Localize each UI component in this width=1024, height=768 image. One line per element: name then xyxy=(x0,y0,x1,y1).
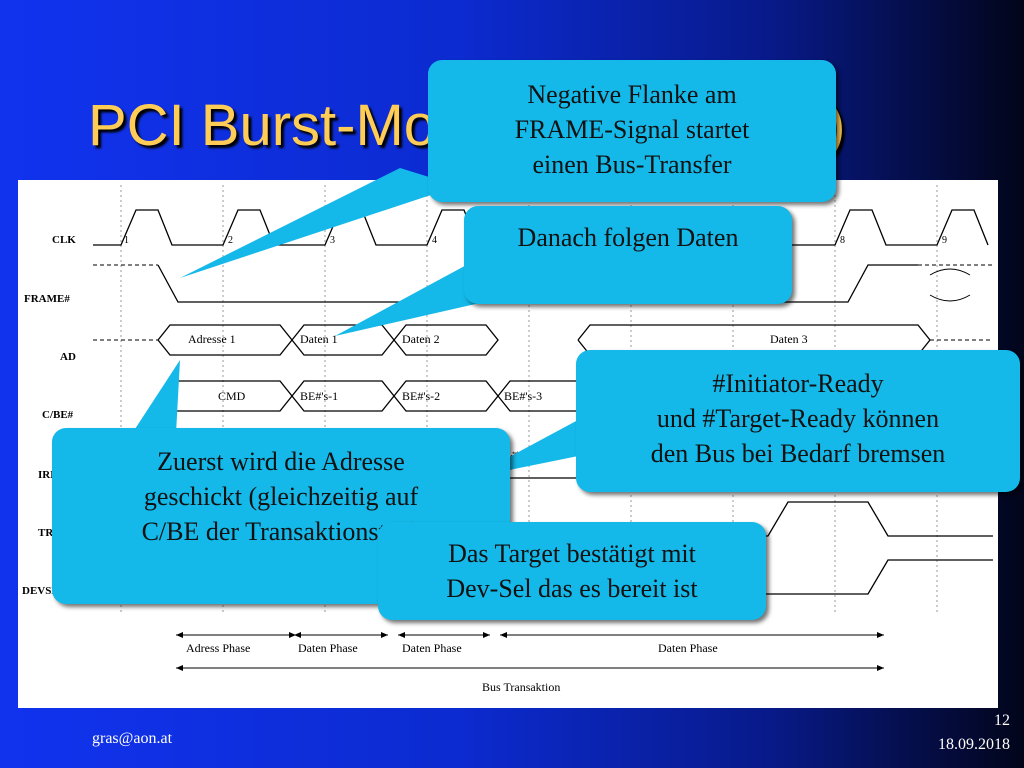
callout-frame-line-1: Negative Flanke am xyxy=(527,80,737,109)
frame-waveform xyxy=(157,264,918,303)
signal-label-clk: CLK xyxy=(52,234,76,246)
page-number: 12 xyxy=(994,712,1010,729)
clock-number-9: 9 xyxy=(942,235,947,246)
clock-number-8: 8 xyxy=(840,235,845,246)
footer-date: 18.09.2018 xyxy=(938,736,1010,753)
ad-label-data-1: Daten 1 xyxy=(300,332,338,346)
clock-number-2: 2 xyxy=(228,235,233,246)
phase-label-data-1: Daten Phase xyxy=(298,641,358,655)
signal-label-cbe: C/BE# xyxy=(42,409,74,421)
cbe-label-be-1: BE#'s-1 xyxy=(300,389,338,403)
transaction-label: Bus Transaktion xyxy=(482,680,560,694)
callout-data-line-1: Danach folgen Daten xyxy=(517,223,739,252)
signal-label-ad: AD xyxy=(60,351,76,363)
phase-label-address: Adress Phase xyxy=(186,641,250,655)
cbe-label-be-2: BE#'s-2 xyxy=(402,389,440,403)
callout-devsel-line-1: Das Target bestätigt mit xyxy=(448,539,696,568)
phase-label-data-3: Daten Phase xyxy=(658,641,718,655)
ad-label-data-3: Daten 3 xyxy=(770,332,808,346)
ad-label-data-2: Daten 2 xyxy=(402,332,440,346)
callout-frame: Negative Flanke am FRAME-Signal startet … xyxy=(428,60,836,202)
callout-address-line-2: geschickt (gleichzeitig auf xyxy=(143,482,419,511)
callout-devsel: Das Target bestätigt mit Dev-Sel das es … xyxy=(378,522,766,620)
clock-number-3: 3 xyxy=(330,235,335,246)
callout-address-line-3: C/BE der Transaktionstyp) xyxy=(141,517,421,546)
phase-label-data-2: Daten Phase xyxy=(402,641,462,655)
callout-ready-line-3: den Bus bei Bedarf bremsen xyxy=(650,439,946,468)
clock-number-1: 1 xyxy=(124,235,129,246)
callout-address-line-1: Zuerst wird die Adresse xyxy=(157,447,405,476)
clock-number-4: 4 xyxy=(432,235,437,246)
footer-email: gras@aon.at xyxy=(92,730,173,747)
callout-frame-line-2: FRAME-Signal startet xyxy=(514,115,750,144)
callout-ready-line-2: und #Target-Ready können xyxy=(656,404,940,433)
callout-devsel-line-2: Dev-Sel das es bereit ist xyxy=(446,574,698,603)
callout-frame-line-3: einen Bus-Transfer xyxy=(532,150,732,179)
ad-label-address: Adresse 1 xyxy=(188,332,236,346)
callout-ready: #Initiator-Ready und #Target-Ready könne… xyxy=(576,350,1020,492)
signal-label-frame: FRAME# xyxy=(24,293,70,305)
cbe-label-be-3: BE#'s-3 xyxy=(504,389,542,403)
phase-arrows xyxy=(176,634,884,669)
callout-data: Danach folgen Daten xyxy=(464,206,792,304)
callout-ready-line-1: #Initiator-Ready xyxy=(712,369,884,398)
cbe-label-cmd: CMD xyxy=(218,389,246,403)
